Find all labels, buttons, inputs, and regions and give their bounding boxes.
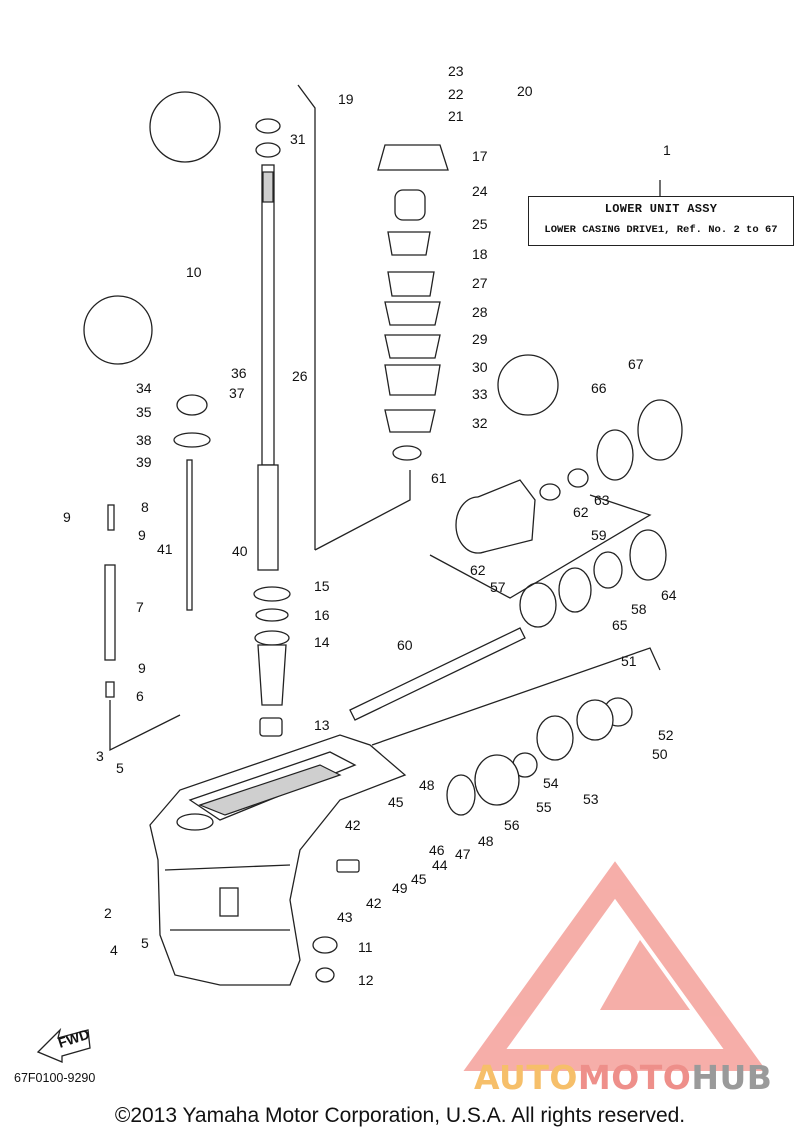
callout-55: 55: [536, 799, 552, 815]
shift-rod-assembly: [104, 394, 211, 698]
watermark-text: AUTOMOTOHUB: [474, 1058, 772, 1097]
callout-8: 8: [141, 499, 149, 515]
callout-48: 48: [478, 833, 494, 849]
callout-34: 34: [136, 380, 152, 396]
callout-40: 40: [232, 543, 248, 559]
callout-37: 37: [229, 385, 245, 401]
lower-casing: [149, 734, 407, 986]
callout-9: 9: [138, 660, 146, 676]
callout-48: 48: [419, 777, 435, 793]
callout-2: 2: [104, 905, 112, 921]
title-line-2: LOWER CASING DRIVE1, Ref. No. 2 to 67: [544, 224, 778, 236]
callout-31: 31: [290, 131, 306, 147]
watermark-part-2: MOTO: [577, 1058, 692, 1097]
callout-16: 16: [314, 607, 330, 623]
callout-42: 42: [345, 817, 361, 833]
callout-61: 61: [431, 470, 447, 486]
watermark-part-1: AUTO: [474, 1058, 578, 1097]
reference-lines: [109, 84, 661, 752]
callout-30: 30: [472, 359, 488, 375]
callout-41: 41: [157, 541, 173, 557]
callout-57: 57: [490, 579, 506, 595]
callout-49: 49: [392, 880, 408, 896]
callout-35: 35: [136, 404, 152, 420]
callout-36: 36: [231, 365, 247, 381]
callout-60: 60: [397, 637, 413, 653]
callout-22: 22: [448, 86, 464, 102]
callout-5: 5: [141, 935, 149, 951]
callout-39: 39: [136, 454, 152, 470]
callout-27: 27: [472, 275, 488, 291]
callout-52: 52: [658, 727, 674, 743]
callout-10: 10: [186, 264, 202, 280]
callout-51: 51: [621, 653, 637, 669]
callout-42: 42: [366, 895, 382, 911]
callout-38: 38: [136, 432, 152, 448]
forward-gear-assembly: [312, 697, 633, 983]
callout-23: 23: [448, 63, 464, 79]
diagram-code: 67F0100-9290: [14, 1071, 96, 1085]
callout-21: 21: [448, 108, 464, 124]
callout-43: 43: [337, 909, 353, 925]
watermark-part-3: HUB: [691, 1058, 773, 1097]
callout-18: 18: [472, 246, 488, 262]
callout-45: 45: [388, 794, 404, 810]
callout-14: 14: [314, 634, 330, 650]
watermark-logo: [463, 861, 767, 1071]
callout-4: 4: [110, 942, 118, 958]
callout-13: 13: [314, 717, 330, 733]
drive-shaft-bearings: [253, 118, 291, 737]
water-pump-parts: [377, 144, 449, 461]
title-line-1: LOWER UNIT ASSY: [604, 202, 718, 216]
callout-29: 29: [472, 331, 488, 347]
callout-5: 5: [116, 760, 124, 776]
propeller-shaft: [349, 627, 526, 721]
callout-64: 64: [661, 587, 677, 603]
forward-arrow-icon: FWD: [36, 1026, 91, 1063]
drive-shaft: [257, 164, 279, 571]
callout-53: 53: [583, 791, 599, 807]
bearing-housing-assembly: [455, 399, 683, 628]
callout-17: 17: [472, 148, 488, 164]
callout-62: 62: [573, 504, 589, 520]
callout-19: 19: [338, 91, 354, 107]
callout-9: 9: [138, 527, 146, 543]
callout-33: 33: [472, 386, 488, 402]
callout-58: 58: [631, 601, 647, 617]
callout-9: 9: [63, 509, 71, 525]
callout-62: 62: [470, 562, 486, 578]
copyright-notice: ©2013 Yamaha Motor Corporation, U.S.A. A…: [114, 1104, 686, 1127]
callout-12: 12: [358, 972, 374, 988]
callout-50: 50: [652, 746, 668, 762]
callout-63: 63: [594, 492, 610, 508]
callout-6: 6: [136, 688, 144, 704]
callout-15: 15: [314, 578, 330, 594]
callout-3: 3: [96, 748, 104, 764]
callout-66: 66: [591, 380, 607, 396]
callout-54: 54: [543, 775, 559, 791]
callout-46: 46: [429, 842, 445, 858]
callout-28: 28: [472, 304, 488, 320]
callout-7: 7: [136, 599, 144, 615]
title-box: LOWER UNIT ASSY LOWER CASING DRIVE1, Ref…: [528, 196, 794, 246]
callout-45: 45: [411, 871, 427, 887]
callout-67: 67: [628, 356, 644, 372]
callout-24: 24: [472, 183, 488, 199]
callout-44: 44: [432, 857, 448, 873]
callout-59: 59: [591, 527, 607, 543]
callout-65: 65: [612, 617, 628, 633]
callout-1: 1: [663, 142, 671, 158]
callout-26: 26: [292, 368, 308, 384]
callout-47: 47: [455, 846, 471, 862]
callout-32: 32: [472, 415, 488, 431]
callout-20: 20: [517, 83, 533, 99]
detail-symbols: [83, 91, 559, 416]
callout-56: 56: [504, 817, 520, 833]
callout-11: 11: [358, 939, 373, 955]
callout-25: 25: [472, 216, 488, 232]
